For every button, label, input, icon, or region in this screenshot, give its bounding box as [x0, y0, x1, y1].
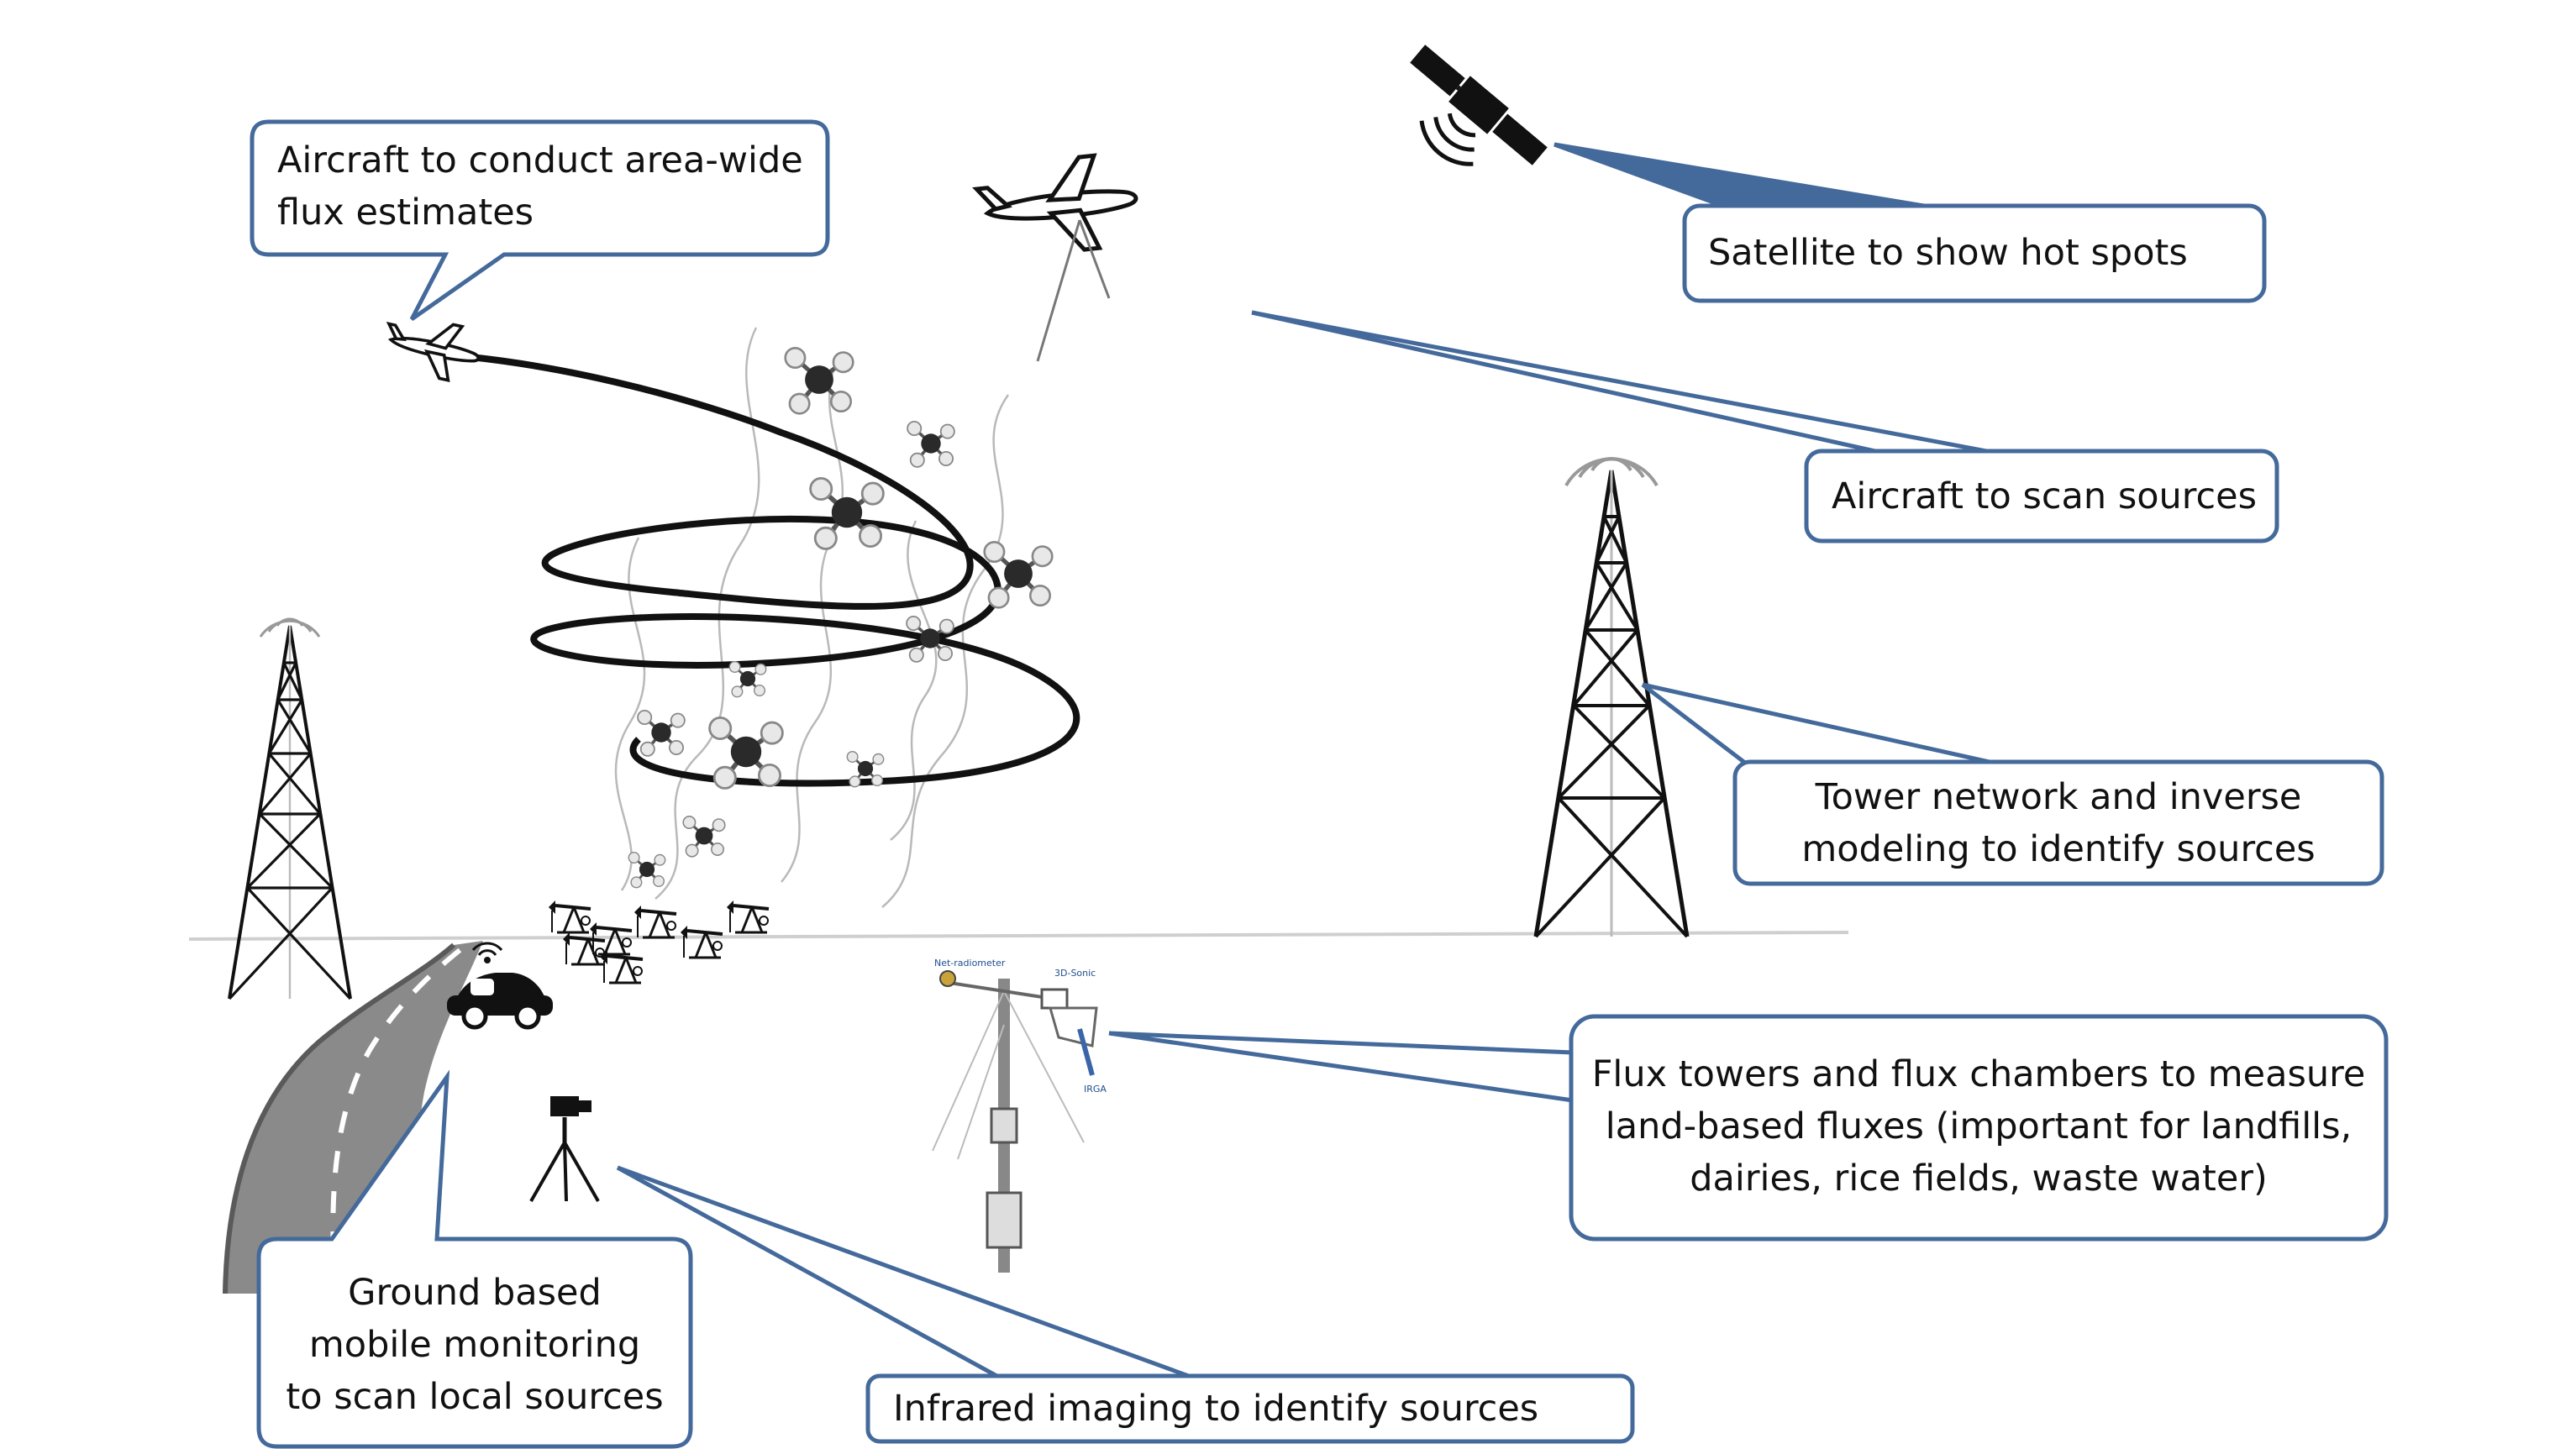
callout-ground-mobile-line-2: mobile monitoring [308, 1324, 641, 1366]
callout-box-flux-towers [1569, 1014, 2389, 1242]
callout-infrared: Infrared imaging to identify sources [893, 1388, 1539, 1430]
airplane-icon [972, 153, 1138, 252]
callout-ground-mobile-line-1: Ground based [348, 1272, 602, 1314]
callout-aircraft-flux: Aircraft to conduct area-wide flux estim… [277, 134, 803, 239]
plume-lines [614, 327, 1010, 908]
airplane-icon [386, 322, 480, 382]
callout-aircraft-flux-line-2: flux estimates [277, 192, 534, 234]
callout-flux-towers: Flux towers and flux chambers to measure… [1575, 1048, 2382, 1205]
ir-camera-tripod-icon [529, 1096, 600, 1202]
car-icon [447, 942, 553, 1030]
callout-box-tower-network [1732, 759, 2384, 886]
callout-box-aircraft-flux [250, 119, 830, 322]
callout-aircraft-scan: Aircraft to scan sources [1832, 475, 2258, 517]
callout-box-satellite [1682, 203, 2267, 303]
net-radiometer-label: Net-radiometer [934, 958, 1006, 969]
radio-tower-icon [229, 617, 350, 999]
callout-boxes [250, 119, 2389, 1449]
callout-tower-network: Tower network and inverse modeling to id… [1739, 771, 2378, 875]
callout-ground-mobile: Ground based mobile monitoring to scan l… [262, 1267, 687, 1423]
irga-label: IRGA [1084, 1084, 1107, 1095]
callout-flux-towers-line-1: Flux towers and flux chambers to measure [1591, 1053, 2366, 1095]
flux-station-icon: Net-radiometer 3D-Sonic IRGA [932, 958, 1107, 1273]
callout-flux-towers-line-3: dairies, rice fields, waste water) [1690, 1158, 2268, 1200]
callout-box-infrared [865, 1373, 1635, 1444]
sonic-label: 3D-Sonic [1054, 968, 1096, 979]
aircraft-flight-path [470, 354, 1080, 787]
callout-ground-mobile-line-3: to scan local sources [286, 1376, 664, 1418]
ground-horizon-line [188, 931, 1849, 941]
pump-jack-icon [547, 899, 770, 984]
callout-box-aircraft-scan [1804, 449, 2279, 543]
satellite-icon [1410, 45, 1548, 166]
callout-aircraft-flux-line-1: Aircraft to conduct area-wide [277, 139, 803, 181]
callout-satellite: Satellite to show hot spots [1708, 232, 2188, 274]
radio-tower-icon [1536, 457, 1687, 937]
callout-tower-network-line-1: Tower network and inverse [1815, 776, 2302, 818]
callout-box-ground-mobile [256, 1069, 693, 1449]
callout-tower-network-line-2: modeling to identify sources [1801, 828, 2316, 870]
callout-flux-towers-line-2: land-based fluxes (important for landfil… [1605, 1105, 2353, 1147]
